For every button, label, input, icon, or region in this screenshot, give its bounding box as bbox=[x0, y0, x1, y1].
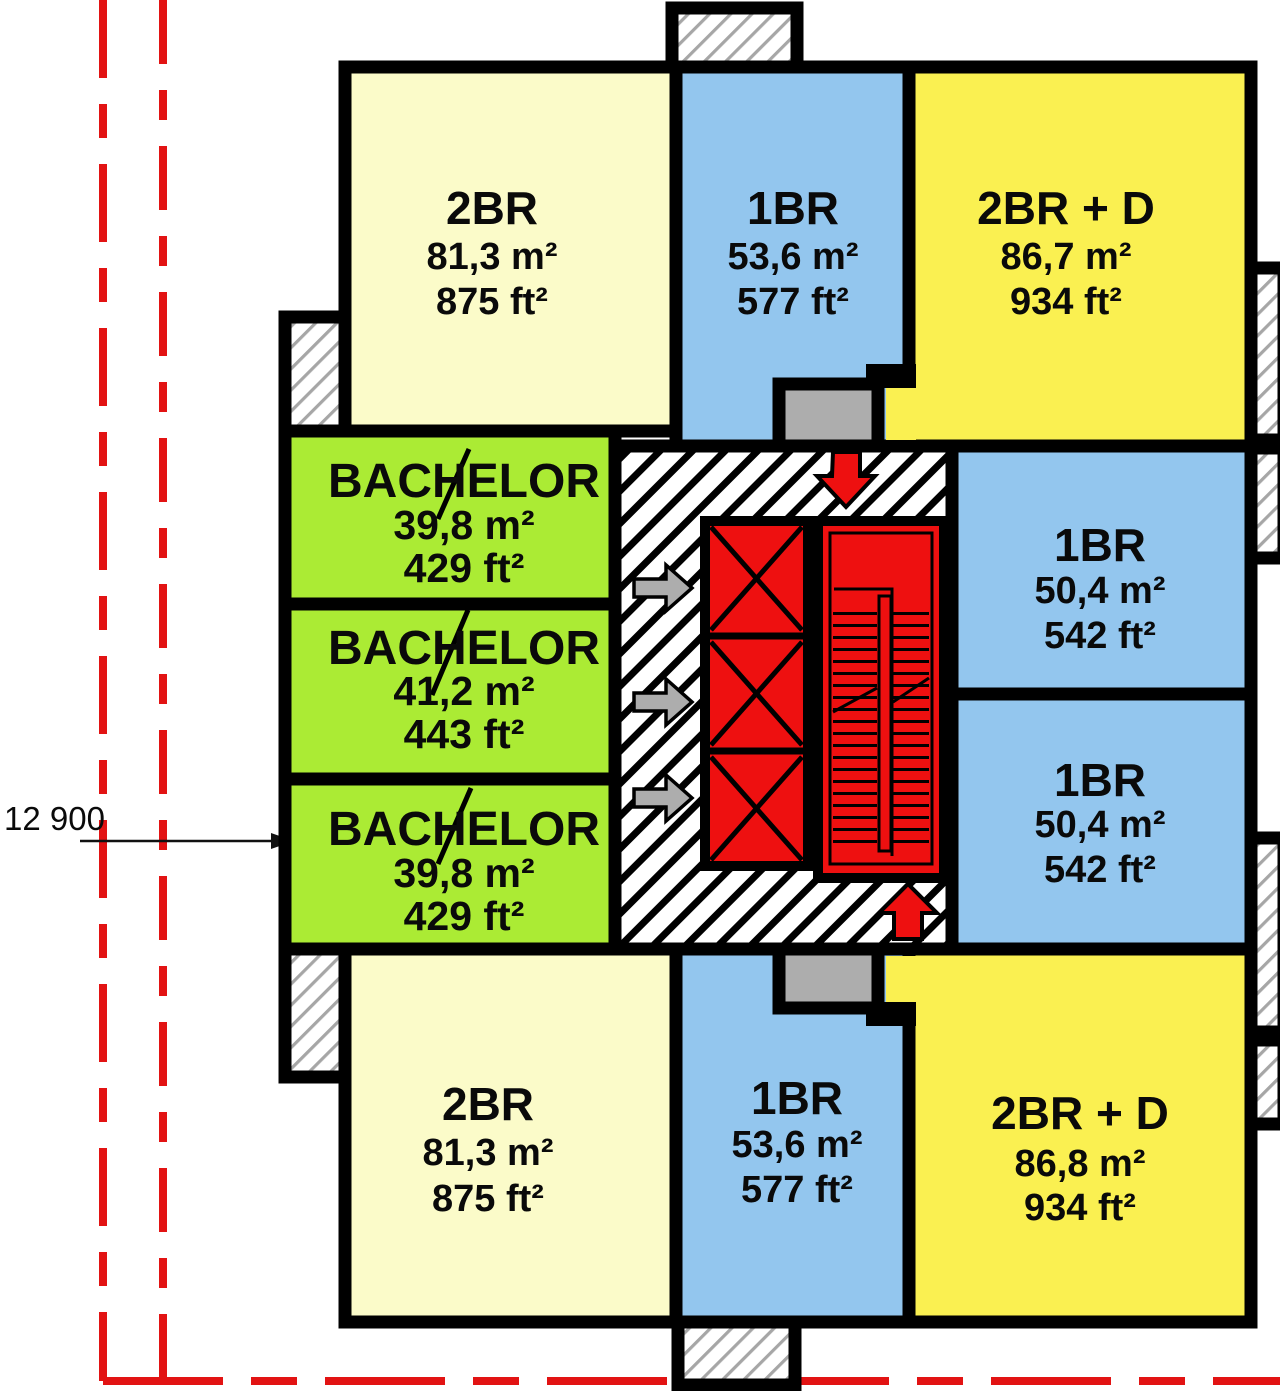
door-swing-line bbox=[429, 609, 471, 696]
room-2br-bottom-left bbox=[338, 942, 683, 1329]
wall-step-top bbox=[866, 364, 916, 388]
unit-label: 2BR + D bbox=[977, 182, 1155, 234]
shaft-top bbox=[665, 1, 804, 74]
unit-area-ft2: 577 ft² bbox=[741, 1169, 853, 1211]
room-1br-right-upper bbox=[945, 439, 1258, 701]
unit-area-ft2: 542 ft² bbox=[1044, 615, 1156, 657]
unit-area-m2: 81,3 m² bbox=[427, 236, 558, 278]
door-swing-line bbox=[435, 447, 472, 521]
unit-area-ft2: 429 ft² bbox=[404, 893, 525, 939]
stair-break-line bbox=[832, 686, 878, 714]
unit-area-m2: 39,8 m² bbox=[393, 850, 534, 896]
unit-bachelor-lower-label: BACHELOR 39,8 m² 429 ft² bbox=[328, 803, 600, 939]
unit-labels: 2BR 81,3 m² 875 ft² 1BR 53,6 m² 577 ft² … bbox=[328, 182, 1169, 1229]
unit-area-m2: 86,7 m² bbox=[1001, 236, 1132, 278]
room-2br-d-top-notch bbox=[886, 388, 916, 440]
shaft-bottom bbox=[671, 1315, 802, 1391]
unit-area-m2: 41,2 m² bbox=[393, 668, 534, 714]
unit-label: BACHELOR bbox=[328, 455, 600, 508]
dimension-annotation: 12 900 bbox=[4, 800, 294, 849]
rooms bbox=[278, 60, 1258, 1329]
door-swing-line bbox=[435, 787, 474, 865]
room-2br-top-left bbox=[338, 60, 683, 438]
unit-2br-bottom-left-label: 2BR 81,3 m² 875 ft² bbox=[423, 1078, 554, 1220]
unit-label: 2BR bbox=[442, 1078, 534, 1130]
elevator-x-icon bbox=[709, 525, 804, 862]
unit-area-ft2: 934 ft² bbox=[1010, 281, 1122, 323]
gray-right-arrow-icon bbox=[632, 561, 695, 615]
unit-bachelor-upper-label: BACHELOR 39,8 m² 429 ft² bbox=[328, 455, 600, 591]
unit-label: 2BR bbox=[446, 182, 538, 234]
unit-1br-top-label: 1BR 53,6 m² 577 ft² bbox=[728, 182, 859, 323]
unit-label: 2BR + D bbox=[991, 1087, 1169, 1139]
stair-center-rail bbox=[877, 594, 893, 853]
stair-treads-icon bbox=[833, 604, 877, 844]
unit-area-m2: 50,4 m² bbox=[1035, 570, 1166, 612]
door-swing-lines bbox=[429, 447, 474, 865]
red-down-arrow-icon bbox=[812, 450, 880, 510]
balcony-left-lower bbox=[278, 942, 352, 1084]
gray-right-arrow-icon bbox=[632, 771, 695, 825]
unit-area-ft2: 429 ft² bbox=[404, 545, 525, 591]
property-lines bbox=[99, 0, 1280, 1385]
unit-label: 1BR bbox=[1054, 519, 1146, 571]
unit-area-ft2: 934 ft² bbox=[1024, 1187, 1136, 1229]
stairwell bbox=[813, 516, 949, 883]
red-up-arrow-icon bbox=[874, 881, 942, 941]
unit-area-m2: 50,4 m² bbox=[1035, 804, 1166, 846]
unit-area-ft2: 875 ft² bbox=[436, 281, 548, 323]
unit-area-ft2: 875 ft² bbox=[432, 1178, 544, 1220]
wall-step-bottom bbox=[866, 1002, 916, 1026]
gray-right-arrow-icon bbox=[632, 675, 695, 729]
room-bachelor-upper bbox=[278, 424, 622, 611]
unit-2br-d-bottom-right-label: 2BR + D 86,8 m² 934 ft² bbox=[991, 1087, 1169, 1229]
unit-label: 1BR bbox=[747, 182, 839, 234]
unit-2br-top-left-label: 2BR 81,3 m² 875 ft² bbox=[427, 182, 558, 323]
unit-area-m2: 86,8 m² bbox=[1015, 1143, 1146, 1185]
service-box-top bbox=[772, 377, 885, 453]
circulation-arrows bbox=[632, 450, 942, 941]
unit-area-m2: 53,6 m² bbox=[732, 1124, 863, 1166]
unit-label: 1BR bbox=[751, 1072, 843, 1124]
service-box-bottom bbox=[772, 942, 885, 1015]
unit-1br-bottom-label: 1BR 53,6 m² 577 ft² bbox=[732, 1072, 863, 1211]
elevator-shaft bbox=[700, 516, 813, 871]
unit-label: BACHELOR bbox=[328, 622, 600, 675]
dimension-label: 12 900 bbox=[4, 800, 105, 837]
unit-1br-right-upper-label: 1BR 50,4 m² 542 ft² bbox=[1035, 519, 1166, 657]
stair-break-line bbox=[892, 676, 930, 704]
unit-1br-right-lower-label: 1BR 50,4 m² 542 ft² bbox=[1035, 754, 1166, 891]
balcony-left-upper bbox=[278, 310, 352, 438]
unit-area-ft2: 577 ft² bbox=[737, 281, 849, 323]
unit-2br-d-top-right-label: 2BR + D 86,7 m² 934 ft² bbox=[977, 182, 1155, 323]
unit-area-m2: 53,6 m² bbox=[728, 236, 859, 278]
unit-label: BACHELOR bbox=[328, 803, 600, 856]
unit-area-m2: 81,3 m² bbox=[423, 1132, 554, 1174]
stair-inner-outline bbox=[828, 531, 934, 866]
room-2br-d-bottom-right bbox=[902, 942, 1258, 1329]
unit-bachelor-middle-label: BACHELOR 41,2 m² 443 ft² bbox=[328, 622, 600, 757]
unit-area-ft2: 443 ft² bbox=[404, 711, 525, 757]
stair-treads-icon bbox=[893, 604, 929, 848]
unit-label: 1BR bbox=[1054, 754, 1146, 806]
unit-area-m2: 39,8 m² bbox=[393, 502, 534, 548]
unit-area-ft2: 542 ft² bbox=[1044, 849, 1156, 891]
room-2br-d-bottom-notch bbox=[886, 956, 916, 1008]
